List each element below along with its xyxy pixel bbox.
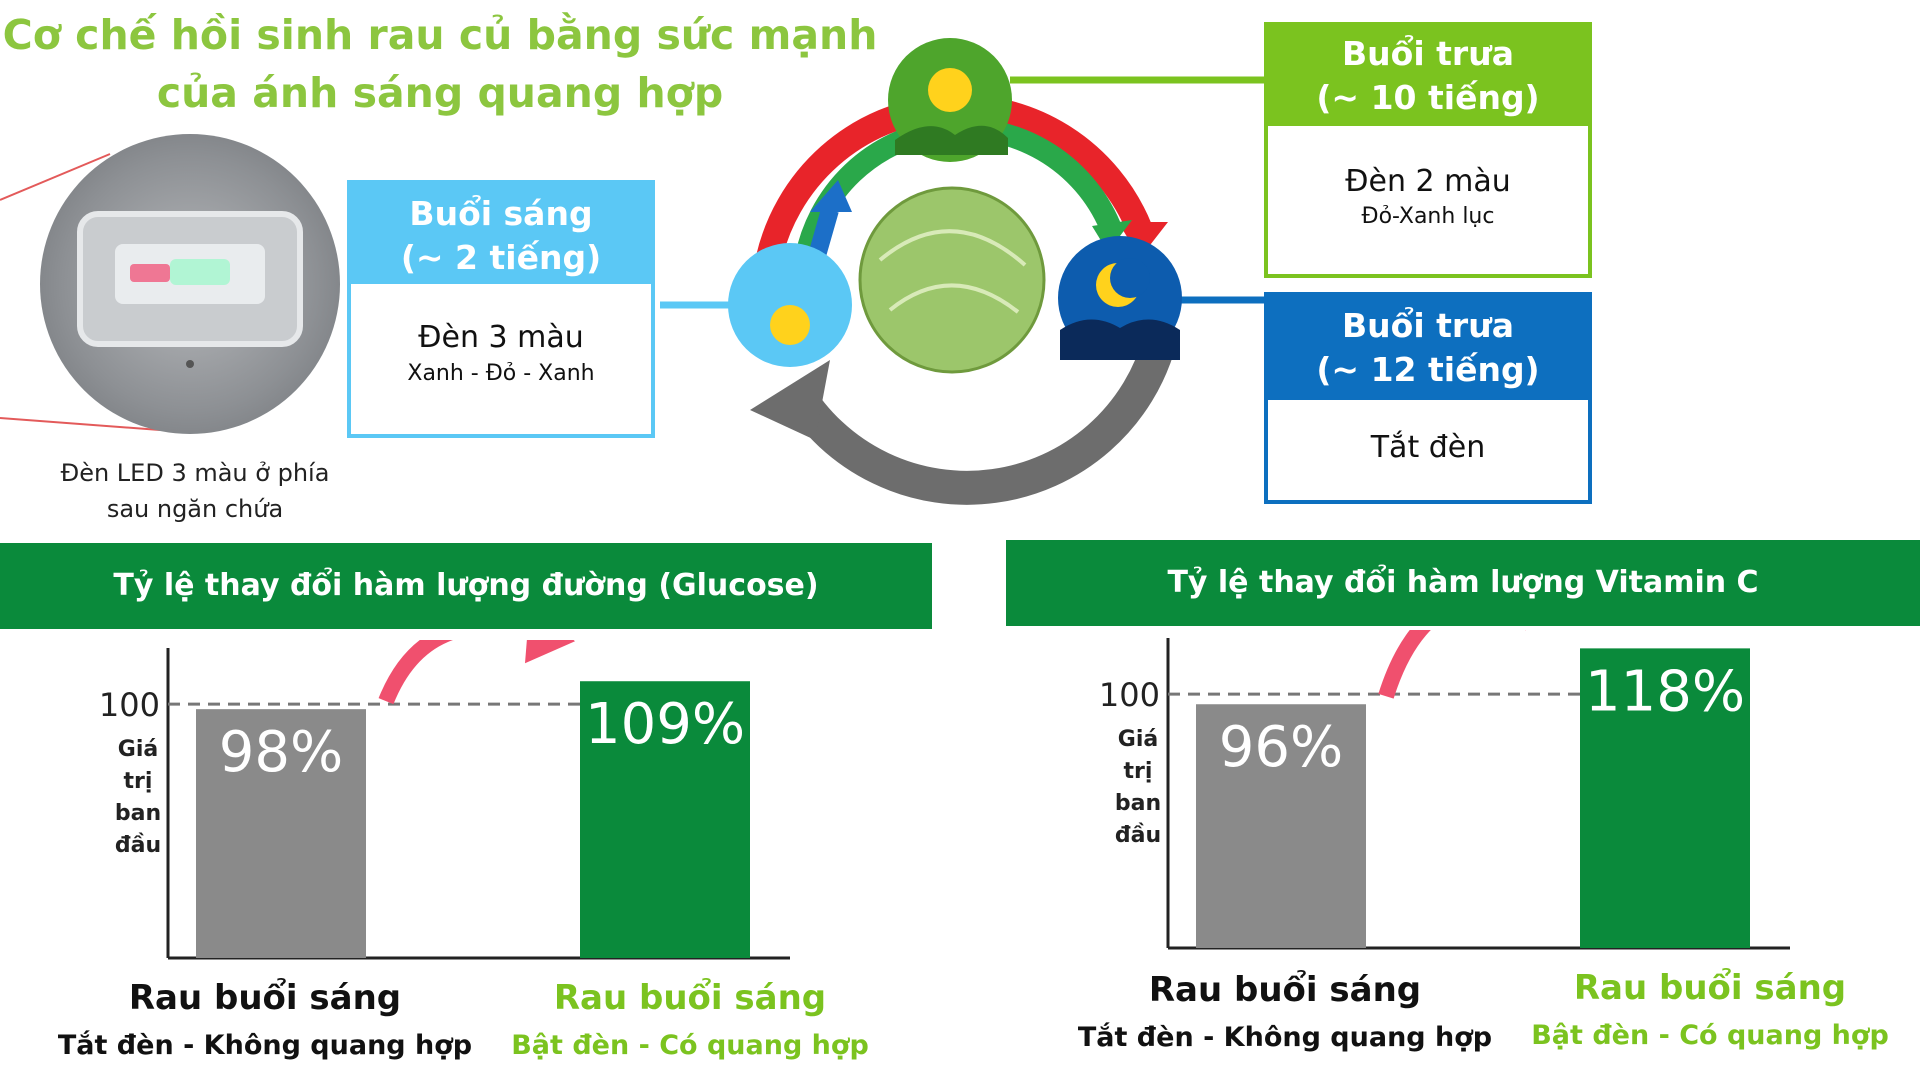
glucose-cat1-sub: Tắt đèn - Không quang hợp — [57, 1030, 473, 1061]
y-axis-label-word: trị — [1124, 759, 1153, 784]
callout-line-top — [0, 153, 111, 201]
increase-arrowhead — [525, 640, 575, 664]
y-axis-label-word: ban — [115, 801, 161, 826]
led-photo — [40, 134, 340, 434]
phase-morning-title: Buổi sáng — [409, 194, 593, 233]
phase-noon: Buổi trưa (~ 10 tiếng) Đèn 2 màu Đỏ-Xanh… — [1264, 22, 1592, 278]
phase-morning-header: Buổi sáng (~ 2 tiếng) — [351, 184, 651, 284]
red-arc-arrowhead — [1118, 222, 1168, 258]
phase-noon-title: Buổi trưa — [1342, 34, 1514, 73]
bar-value-label: 96% — [1219, 715, 1343, 780]
glucose-cat2-sub: Bật đèn - Có quang hợp — [511, 1030, 869, 1061]
phase-morning-colors: Xanh - Đỏ - Xanh — [407, 361, 595, 386]
green-arc-arrowhead — [1092, 220, 1132, 252]
phase-noon-light: Đèn 2 màu — [1345, 164, 1511, 199]
cabbage-illustration — [860, 188, 1044, 372]
vitaminc-chart-title: Tỷ lệ thay đổi hàm lượng Vitamin C — [1006, 540, 1920, 626]
phase-night-duration: (~ 12 tiếng) — [1316, 350, 1540, 389]
callout-lines — [0, 153, 161, 431]
callout-line-bottom — [0, 417, 161, 431]
phase-noon-header: Buổi trưa (~ 10 tiếng) — [1268, 26, 1588, 126]
phase-morning-light: Đèn 3 màu — [418, 320, 584, 355]
led-red-light — [130, 264, 170, 282]
bar-value-label: 109% — [585, 692, 745, 757]
increase-arrow — [1378, 630, 1431, 699]
increase-arrow — [378, 640, 539, 705]
phase-night-title: Buổi trưa — [1342, 306, 1514, 345]
phase-morning-duration: (~ 2 tiếng) — [400, 238, 602, 277]
phase-night: Buổi trưa (~ 12 tiếng) Tắt đèn — [1264, 292, 1592, 504]
gray-arc — [780, 335, 1177, 505]
bar — [1580, 648, 1750, 948]
led-illustration — [77, 211, 303, 368]
glucose-chart-title: Tỷ lệ thay đổi hàm lượng đường (Glucose) — [0, 543, 932, 629]
y-axis-label-word: đầu — [115, 833, 161, 858]
bar — [1196, 704, 1366, 948]
light-cycle-diagram — [660, 38, 1265, 505]
phase-morning: Buổi sáng (~ 2 tiếng) Đèn 3 màu Xanh - Đ… — [347, 180, 655, 438]
y-axis-label-word: đầu — [1115, 823, 1161, 848]
phase-noon-colors: Đỏ-Xanh lục — [1361, 204, 1495, 229]
phase-night-light: Tắt đèn — [1370, 430, 1486, 465]
led-green-light — [170, 259, 230, 285]
y-tick-label: 100 — [1100, 676, 1160, 714]
bar — [196, 709, 366, 958]
glucose-cat2-main: Rau buổi sáng — [553, 978, 827, 1018]
y-axis-label-word: trị — [124, 769, 153, 794]
y-tick-label: 100 — [100, 686, 160, 724]
phase-night-header: Buổi trưa (~ 12 tiếng) — [1268, 296, 1588, 400]
glucose-cat1-main: Rau buổi sáng — [128, 978, 402, 1018]
led-caption: Đèn LED 3 màu ở phía sau ngăn chứa — [60, 459, 330, 523]
vitaminc-cat2-sub: Bật đèn - Có quang hợp — [1531, 1020, 1889, 1051]
vitaminc-cat1-main: Rau buổi sáng — [1148, 970, 1422, 1010]
bar — [580, 681, 750, 958]
y-axis-label-word: Giá — [118, 737, 158, 762]
bar-value-label: 118% — [1585, 659, 1745, 724]
page-title: Cơ chế hồi sinh rau củ bằng sức mạnh của… — [2, 11, 878, 117]
y-axis-label-word: ban — [1115, 791, 1161, 816]
y-axis-label-word: Giá — [1118, 727, 1158, 752]
vitaminc-cat2-main: Rau buổi sáng — [1573, 968, 1847, 1008]
blue-arrowhead — [810, 180, 852, 212]
gray-arc-arrowhead — [750, 360, 830, 440]
phase-noon-duration: (~ 10 tiếng) — [1316, 78, 1540, 117]
bar-value-label: 98% — [219, 720, 343, 785]
vitaminc-cat1-sub: Tắt đèn - Không quang hợp — [1077, 1022, 1493, 1053]
